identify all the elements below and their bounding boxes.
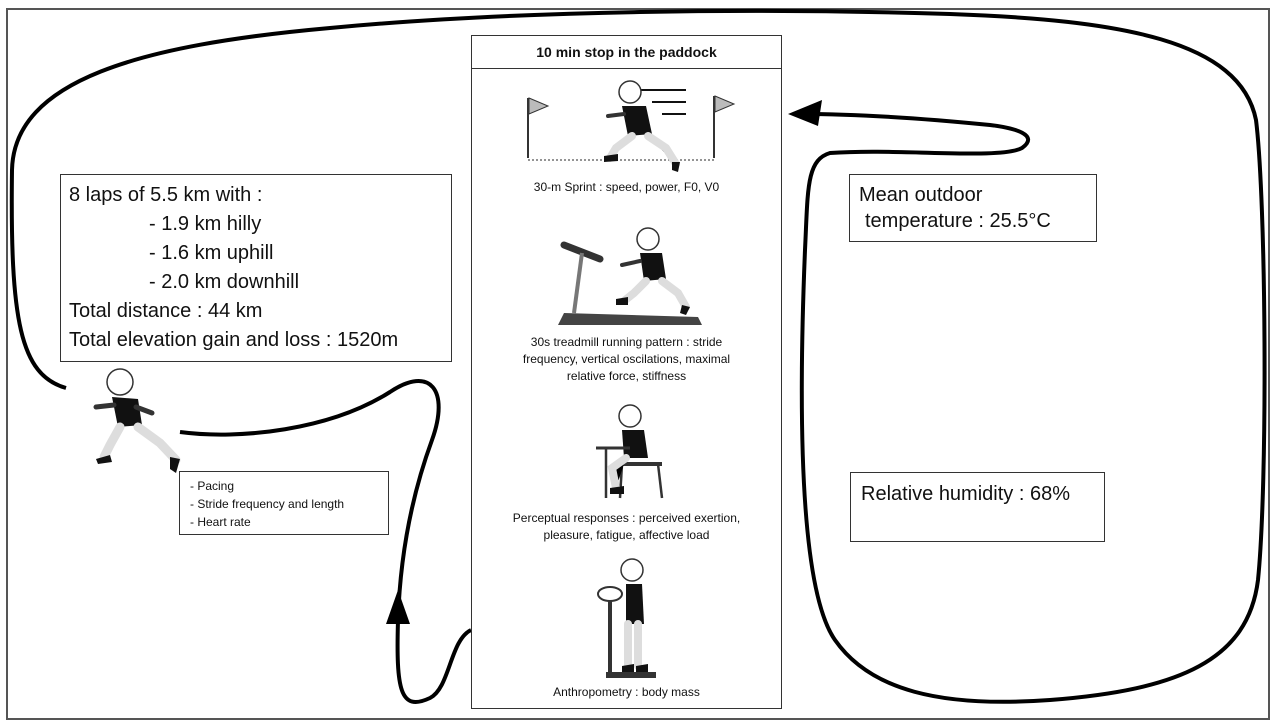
track-lower-loop xyxy=(179,379,473,704)
hilly-line: - 1.9 km hilly xyxy=(149,213,262,235)
treadmill-icon xyxy=(558,227,702,325)
treadmill-caption-1: 30s treadmill running pattern : stride xyxy=(530,335,723,349)
paddock-title: 10 min stop in the paddock xyxy=(472,36,781,69)
temperature-line2: temperature : 25.5°C xyxy=(865,210,1051,232)
sprint-caption: 30-m Sprint : speed, power, F0, V0 xyxy=(533,180,720,194)
track-arrow-left xyxy=(788,100,822,126)
pacing-item: - Pacing xyxy=(190,479,235,493)
elevation-line: Total elevation gain and loss : 1520m xyxy=(69,329,399,351)
total-distance-line: Total distance : 44 km xyxy=(69,300,263,322)
uphill-line: - 1.6 km uphill xyxy=(149,242,274,264)
temperature-line1: Mean outdoor xyxy=(859,184,983,206)
pacing-item: - Heart rate xyxy=(190,515,251,529)
track-arrow-up xyxy=(386,590,410,624)
humidity-text: Relative humidity : 68% xyxy=(861,483,1070,505)
seated-figure-icon xyxy=(596,404,664,499)
body-mass-scale-icon xyxy=(597,558,656,678)
downhill-line: - 2.0 km downhill xyxy=(149,271,300,293)
pacing-box: - Pacing - Stride frequency and length -… xyxy=(179,471,389,535)
track-outer-loop xyxy=(9,8,1267,704)
treadmill-caption-3: relative force, stiffness xyxy=(566,369,687,383)
sprint-icon xyxy=(527,80,736,172)
humidity-box: Relative humidity : 68% xyxy=(850,472,1105,542)
pacing-item: - Stride frequency and length xyxy=(190,497,345,511)
anthropometry-caption: Anthropometry : body mass xyxy=(553,685,700,699)
perceptual-caption-1: Perceptual responses : perceived exertio… xyxy=(512,511,741,525)
perceptual-caption-2: pleasure, fatigue, affective load xyxy=(543,528,710,542)
runner-icon xyxy=(93,368,181,473)
temperature-box: Mean outdoor temperature : 25.5°C xyxy=(849,174,1097,242)
paddock-panel: 10 min stop in the paddock 30-m Sprint :… xyxy=(471,35,782,709)
laps-info-box: 8 laps of 5.5 km with : - 1.9 km hilly -… xyxy=(60,174,452,362)
treadmill-caption-2: frequency, vertical oscilations, maximal xyxy=(522,352,731,366)
laps-line: 8 laps of 5.5 km with : xyxy=(69,184,263,206)
